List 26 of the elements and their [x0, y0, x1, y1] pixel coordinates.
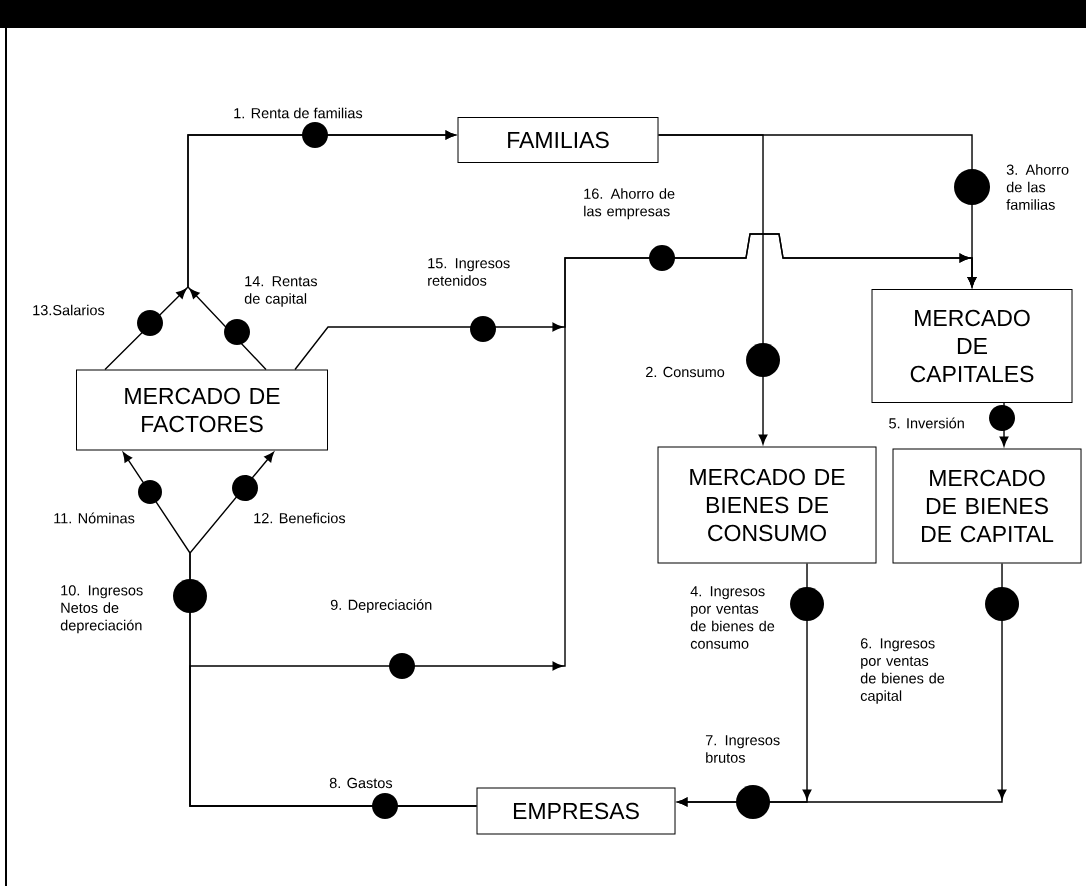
flow-label: 16. Ahorro de las empresas	[584, 188, 675, 220]
process-box: MERCADO DE BIENES DE CONSUMO	[657, 446, 877, 564]
edge-label: 2. Consumo	[646, 366, 725, 378]
edge-label: 12. Beneficios	[254, 512, 346, 524]
arrow	[189, 451, 478, 807]
process-box: EMPRESAS	[476, 787, 676, 835]
process-box: MERCADO DE BIENES DE CAPITAL	[892, 448, 1082, 564]
arrow	[187, 130, 456, 371]
edge-label: 6. Ingresos por ventas de bienes de capital	[860, 638, 945, 704]
flow-label: 8. Gastos	[329, 777, 393, 789]
edge-label: 9. Depreciación	[330, 599, 432, 613]
process-box: MERCADO DE CAPITALES	[871, 289, 1073, 403]
edge-label: 11. Nóminas	[54, 512, 135, 524]
edge-label: 14. Rentas de capital	[244, 276, 317, 307]
flow-label: 1. Renta de familias	[234, 107, 363, 119]
edge-label: 13.Salarios	[33, 304, 105, 316]
process-box: FAMILIAS	[457, 117, 659, 163]
process-box: MERCADO DE FACTORES	[76, 369, 328, 451]
arrow	[294, 233, 977, 371]
flow-label: 10. Ingresos Netos de depreciación	[60, 585, 143, 634]
edge-label: 4. Ingresos por ventas de bienes de consumo	[690, 586, 775, 649]
edge-label: 5. Inversión	[889, 417, 964, 429]
arrow	[677, 562, 1007, 807]
edge-label: 3. Ahorro de las familias	[1006, 164, 1069, 210]
flow-label: 7. Ingresos brutos	[705, 735, 780, 763]
edge-label: 15. Ingresos retenidos	[428, 258, 510, 286]
